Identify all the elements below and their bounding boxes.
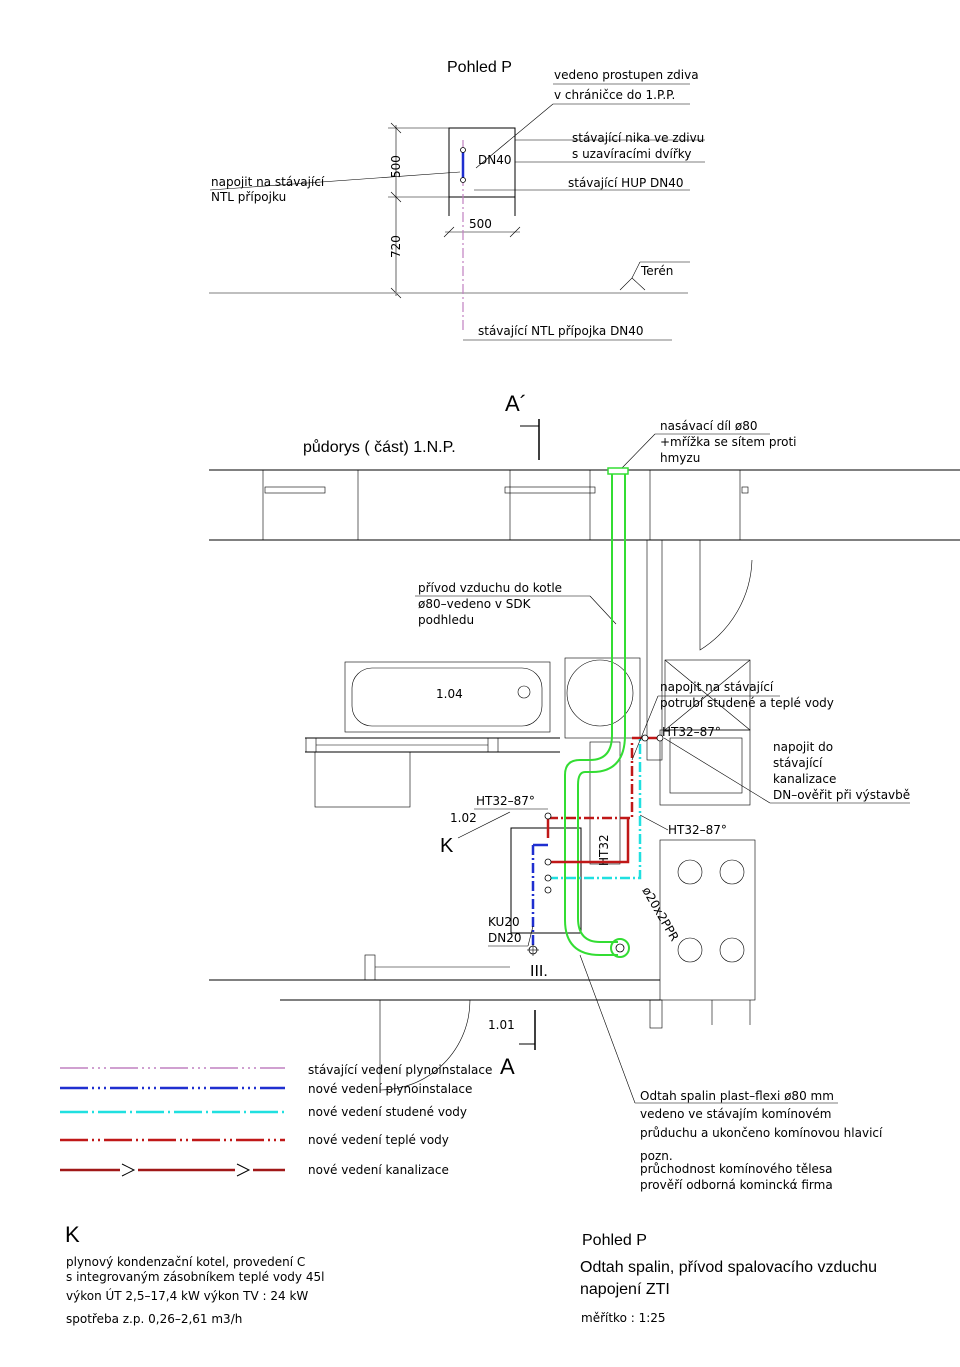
air-intake-pipe bbox=[564, 470, 613, 885]
terrain-label: Terén bbox=[640, 264, 673, 278]
tb-view: Pohled P bbox=[582, 1232, 647, 1249]
door-swing bbox=[699, 540, 753, 651]
cold-water-pipe bbox=[548, 738, 642, 880]
flue-remark-2: průchodnost komínového tělesa bbox=[640, 1162, 833, 1176]
flue-remark-1: pozn. bbox=[640, 1149, 673, 1163]
note-sewer-3: kanalizace bbox=[773, 772, 836, 786]
flue-note: Odtah spalin plast–flexi ø80 mm vedeno v… bbox=[579, 954, 883, 1192]
bathtub bbox=[344, 661, 551, 733]
tb-title-2: napojení ZTI bbox=[580, 1281, 670, 1298]
tb-title-1: Odtah spalin, přívod spalovacího vzduchu bbox=[580, 1259, 877, 1276]
tb-scale: měřítko : 1:25 bbox=[581, 1311, 666, 1325]
note-sewer-1: napojit do bbox=[773, 740, 833, 754]
note-air-1: přívod vzduchu do kotle bbox=[418, 581, 562, 595]
note-hup: stávající HUP DN40 bbox=[568, 176, 684, 190]
note-niche-2: s uzavíracími dvířky bbox=[572, 147, 691, 161]
plan-view: půdorys ( část) 1.N.P. A´ nasávací díl ø… bbox=[209, 391, 960, 1091]
legend-line-sewer bbox=[60, 1163, 285, 1177]
boiler-mark-plan: K bbox=[440, 835, 454, 857]
boiler-info-3: výkon ÚT 2,5–17,4 kW výkon TV : 24 kW bbox=[66, 1288, 308, 1303]
dim-720: 720 bbox=[389, 235, 403, 258]
ht32-label: HT32 bbox=[597, 834, 611, 866]
note-intake-3: hmyzu bbox=[660, 451, 700, 465]
dim-width-500: 500 bbox=[469, 217, 492, 231]
note-sewer-2: stávající bbox=[773, 756, 823, 770]
note-air-3: podhledu bbox=[418, 613, 474, 627]
note-intake-2: +mřížka se sítem proti bbox=[660, 435, 797, 449]
boiler-info-mark: K bbox=[65, 1222, 80, 1247]
dn20-label: DN20 bbox=[488, 931, 522, 945]
legend-label-sewer: nové vedení kanalizace bbox=[308, 1163, 449, 1177]
hot-water-pipe bbox=[548, 740, 634, 820]
note-water-2: potrubí studené a teplé vody bbox=[660, 696, 834, 710]
room-102: 1.02 bbox=[450, 811, 477, 825]
elevation-view: Pohled P vedeno prostupen zdiva v chráni… bbox=[209, 59, 705, 341]
boiler-box bbox=[510, 827, 582, 934]
flue-note-2: vedeno ve stávajím komínovém bbox=[640, 1107, 832, 1121]
ht32-87-c: HT32–87° bbox=[668, 823, 727, 837]
note-conduit-2: v chráničce do 1.P.P. bbox=[554, 88, 675, 102]
note-water-1: napojit na stávající bbox=[660, 680, 774, 694]
elevation-title: Pohled P bbox=[447, 59, 512, 76]
boiler-info-1: plynový kondenzační kotel, provedení C bbox=[66, 1255, 305, 1269]
pipe-label-dn40: DN40 bbox=[478, 153, 512, 167]
legend-label-gas-existing: stávající vedení plynoinstalace bbox=[308, 1063, 492, 1077]
legend-label-hot-water: nové vedení teplé vody bbox=[308, 1133, 449, 1147]
note-niche-1: stávající nika ve zdivu bbox=[572, 131, 704, 145]
flue-note-1: Odtah spalin plast–flexi ø80 mm bbox=[640, 1089, 834, 1103]
legend-label-gas-new: nové vedení plynoinstalace bbox=[308, 1082, 472, 1096]
flue-pipe bbox=[564, 885, 618, 956]
room-101: 1.01 bbox=[488, 1018, 515, 1032]
note-sewer-4: DN–ověřit při výstavbě bbox=[773, 788, 910, 802]
boiler-info-2: s integrovaným zásobníkem teplé vody 45l bbox=[66, 1270, 324, 1284]
ht32-87-a: HT32–87° bbox=[476, 794, 535, 808]
legend-label-cold-water: nové vedení studené vody bbox=[308, 1105, 467, 1119]
boiler-info: K plynový kondenzační kotel, provedení C… bbox=[65, 1222, 324, 1326]
note-connect-2: NTL přípojku bbox=[211, 190, 286, 204]
roman-3: III. bbox=[530, 963, 548, 980]
room-104: 1.04 bbox=[436, 687, 463, 701]
legend: stávající vedení plynoinstalace nové ved… bbox=[60, 1063, 492, 1177]
title-block: Pohled P Odtah spalin, přívod spalovacíh… bbox=[580, 1232, 877, 1325]
wall-niche bbox=[448, 127, 516, 198]
note-intake-1: nasávací díl ø80 bbox=[660, 419, 757, 433]
dim-height-500: 500 bbox=[389, 155, 403, 178]
flue-note-3: průduchu a ukončeno komínovou hlavicí bbox=[640, 1126, 883, 1140]
section-mark-bottom: A bbox=[500, 1054, 515, 1079]
existing-line-label: stávající NTL přípojka DN40 bbox=[478, 324, 644, 338]
note-air-2: ø80–vedeno v SDK bbox=[418, 597, 532, 611]
note-conduit-1: vedeno prostupen zdiva bbox=[554, 68, 699, 82]
flue-remark-3: prověří odborná kominckά firma bbox=[640, 1178, 833, 1192]
plan-title: půdorys ( část) 1.N.P. bbox=[303, 438, 456, 456]
section-mark-top: A´ bbox=[505, 391, 527, 416]
ht32-87-b: HT32–87° bbox=[662, 725, 721, 739]
note-connect-1: napojit na stávající bbox=[211, 175, 325, 189]
ku20-label: KU20 bbox=[488, 915, 520, 929]
boiler-info-4: spotřeba z.p. 0,26–2,61 m3/h bbox=[66, 1312, 242, 1326]
ppr-label: ø20x2PPR bbox=[639, 885, 681, 944]
